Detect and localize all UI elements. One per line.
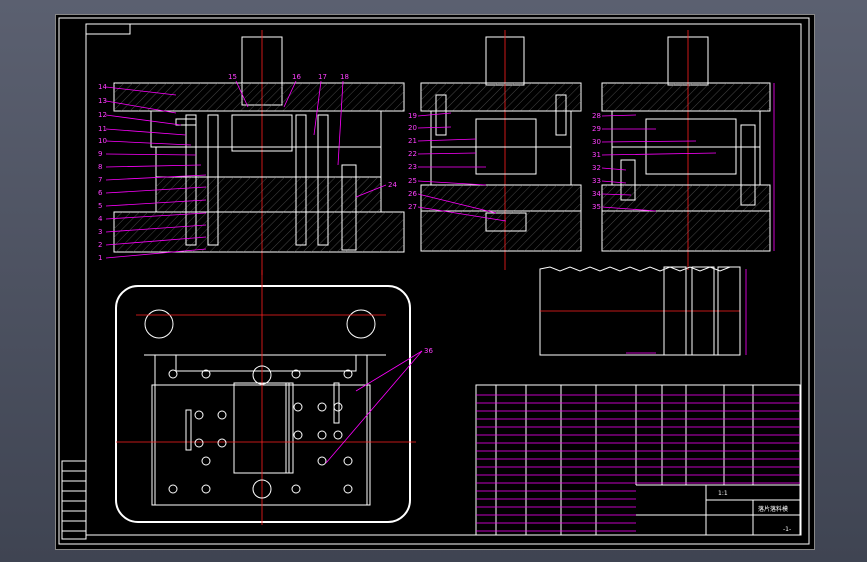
svg-text:33: 33 xyxy=(592,177,601,185)
sheet-number: -1- xyxy=(783,526,791,533)
svg-text:4: 4 xyxy=(98,215,103,223)
svg-text:2: 2 xyxy=(98,241,102,249)
plan-hole xyxy=(291,484,301,494)
svg-text:21: 21 xyxy=(408,137,417,145)
strip-layout xyxy=(539,266,747,356)
corner-box xyxy=(85,23,131,35)
plan-hole xyxy=(194,438,204,448)
svg-text:3: 3 xyxy=(98,228,102,236)
middle-section-view xyxy=(420,30,582,270)
right-section-view xyxy=(601,30,775,270)
svg-text:1: 1 xyxy=(98,254,102,262)
svg-text:26: 26 xyxy=(408,190,417,198)
svg-text:27: 27 xyxy=(408,203,417,211)
svg-text:34: 34 xyxy=(592,190,601,198)
middle-part-labels: 19 20 21 22 23 25 26 27 xyxy=(408,112,507,222)
plan-hole xyxy=(317,402,327,412)
plan-view xyxy=(115,270,416,525)
outer-border xyxy=(58,17,810,545)
plan-hole xyxy=(291,369,301,379)
left-part-labels: 14 13 12 11 10 9 8 7 6 5 4 3 2 1 15 16 1… xyxy=(98,73,397,262)
svg-text:9: 9 xyxy=(98,150,102,158)
svg-text:23: 23 xyxy=(408,163,417,171)
plan-hole xyxy=(333,402,343,412)
left-section-view xyxy=(113,30,405,275)
cad-drawing-viewport[interactable]: 14 13 12 11 10 9 8 7 6 5 4 3 2 1 15 16 1… xyxy=(55,14,815,550)
svg-text:11: 11 xyxy=(98,125,107,133)
svg-text:18: 18 xyxy=(340,73,349,81)
plan-hole xyxy=(343,456,353,466)
svg-text:22: 22 xyxy=(408,150,417,158)
svg-text:17: 17 xyxy=(318,73,327,81)
plan-hole xyxy=(201,456,211,466)
plan-hole xyxy=(333,430,343,440)
plan-hole xyxy=(293,402,303,412)
inner-border xyxy=(85,23,802,536)
revision-table xyxy=(61,460,87,540)
svg-text:24: 24 xyxy=(388,181,397,189)
svg-text:20: 20 xyxy=(408,124,417,132)
svg-text:12: 12 xyxy=(98,111,107,119)
plan-hole xyxy=(201,369,211,379)
plan-hole xyxy=(168,484,178,494)
svg-text:28: 28 xyxy=(592,112,601,120)
plan-hole xyxy=(293,430,303,440)
plan-hole xyxy=(317,456,327,466)
plan-hole xyxy=(217,438,227,448)
plan-hole xyxy=(168,369,178,379)
plan-hole xyxy=(343,484,353,494)
svg-text:14: 14 xyxy=(98,83,107,91)
plan-hole xyxy=(343,369,353,379)
svg-text:15: 15 xyxy=(228,73,237,81)
plan-hole xyxy=(194,410,204,420)
plan-hole xyxy=(217,410,227,420)
svg-text:35: 35 xyxy=(592,203,601,211)
svg-text:5: 5 xyxy=(98,202,102,210)
svg-text:25: 25 xyxy=(408,177,417,185)
scale-text: 1:1 xyxy=(718,490,728,497)
svg-text:13: 13 xyxy=(98,97,107,105)
plan-hole xyxy=(317,430,327,440)
svg-text:8: 8 xyxy=(98,163,102,171)
svg-text:29: 29 xyxy=(592,125,601,133)
title-block xyxy=(475,384,801,536)
svg-text:10: 10 xyxy=(98,137,107,145)
part-label-36: 36 xyxy=(424,347,433,355)
svg-text:30: 30 xyxy=(592,138,601,146)
svg-text:6: 6 xyxy=(98,189,103,197)
svg-text:31: 31 xyxy=(592,151,601,159)
svg-text:19: 19 xyxy=(408,112,417,120)
right-part-labels: 28 29 30 31 32 33 34 35 xyxy=(592,112,717,212)
svg-text:32: 32 xyxy=(592,164,601,172)
drawing-canvas: 14 13 12 11 10 9 8 7 6 5 4 3 2 1 15 16 1… xyxy=(58,17,810,545)
title-block-rows xyxy=(476,394,800,532)
svg-text:7: 7 xyxy=(98,176,102,184)
svg-text:16: 16 xyxy=(292,73,301,81)
plan-holes xyxy=(168,369,353,494)
drawing-title: 落片落料模 xyxy=(758,505,788,513)
plan-hole xyxy=(201,484,211,494)
